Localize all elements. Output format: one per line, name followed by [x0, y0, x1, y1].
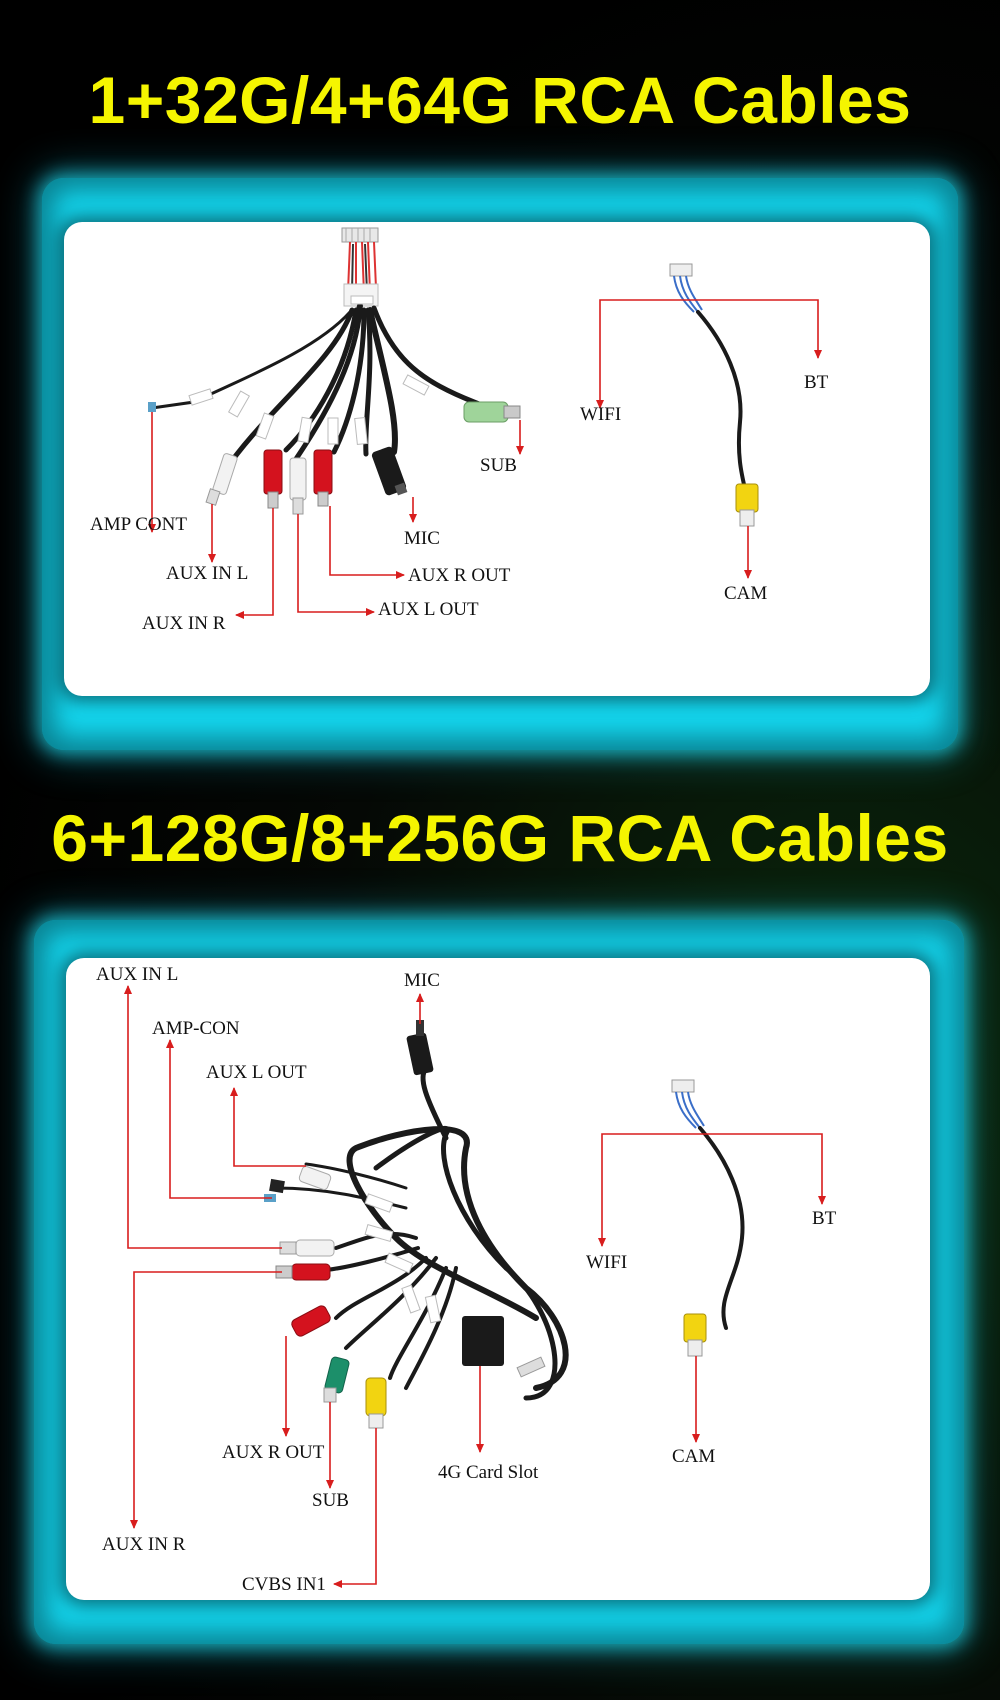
label-bt-2: BT	[812, 1208, 837, 1229]
rca-aux-r-out	[313, 449, 333, 507]
mic-jack	[371, 446, 408, 496]
rca-sub	[463, 401, 521, 423]
label-arrows-wifi	[596, 299, 822, 579]
rca-aux-in-l-2	[279, 1239, 335, 1257]
label-cam-2: CAM	[672, 1446, 715, 1467]
label-wifi-2: WIFI	[586, 1252, 627, 1273]
cable-tags	[188, 374, 430, 446]
label-amp-con: AMP-CON	[152, 1018, 240, 1039]
harness-wires	[150, 295, 482, 475]
wifi-bt-cam-cable-2	[671, 1079, 745, 1357]
label-aux-l-out: AUX L OUT	[378, 599, 479, 620]
rca-aux-l-out	[289, 457, 307, 515]
rca-aux-in-r	[263, 449, 283, 509]
label-mic-2: MIC	[404, 970, 440, 991]
label-amp-cont: AMP CONT	[90, 514, 187, 535]
label-card-slot: 4G Card Slot	[438, 1462, 539, 1483]
label-wifi: WIFI	[580, 404, 621, 425]
label-cvbs-in1: CVBS IN1	[242, 1574, 326, 1595]
diagram-panel-bottom: AUX IN L AMP-CON AUX L OUT MIC AUX R OUT…	[66, 958, 930, 1600]
label-aux-l-out-2: AUX L OUT	[206, 1062, 307, 1083]
label-aux-in-r: AUX IN R	[142, 613, 226, 634]
label-sub: SUB	[480, 455, 517, 476]
label-arrows	[124, 985, 484, 1588]
label-arrows	[148, 412, 524, 619]
label-aux-r-out: AUX R OUT	[408, 565, 511, 586]
rca-aux-in-r-2	[275, 1263, 331, 1281]
cable-diagram-top: AMP CONT AUX IN L AUX IN R AUX L OUT AUX…	[90, 227, 829, 634]
harness-branches	[274, 1162, 458, 1390]
label-arrows-wifi-2	[598, 1133, 826, 1443]
card-slot-box	[462, 1316, 546, 1378]
harness-connector	[341, 227, 379, 307]
label-bt: BT	[804, 372, 829, 393]
rca-aux-in-l	[205, 453, 238, 506]
harness-loop	[346, 1020, 569, 1401]
label-cam: CAM	[724, 583, 767, 604]
diagram-panel-top: AMP CONT AUX IN L AUX IN R AUX L OUT AUX…	[64, 222, 930, 696]
label-aux-in-l-2: AUX IN L	[96, 964, 178, 985]
cable-tags	[364, 1193, 442, 1324]
amp-cont-plug	[148, 402, 156, 412]
label-mic: MIC	[404, 528, 440, 549]
rca-sub-2	[323, 1356, 350, 1403]
wifi-bt-cam-cable	[669, 263, 759, 527]
label-sub-2: SUB	[312, 1490, 349, 1511]
section-title-top: 1+32G/4+64G RCA Cables	[88, 63, 912, 137]
rca-cvbs-in1	[365, 1377, 387, 1429]
label-aux-r-out-2: AUX R OUT	[222, 1442, 325, 1463]
label-aux-in-r-2: AUX IN R	[102, 1534, 186, 1555]
rca-aux-r-out-2	[291, 1305, 331, 1337]
label-aux-in-l: AUX IN L	[166, 563, 248, 584]
section-title-bottom: 6+128G/8+256G RCA Cables	[51, 801, 949, 875]
cable-diagram-bottom: AUX IN L AMP-CON AUX L OUT MIC AUX R OUT…	[96, 964, 837, 1595]
connector-aux-l-out	[298, 1165, 332, 1191]
